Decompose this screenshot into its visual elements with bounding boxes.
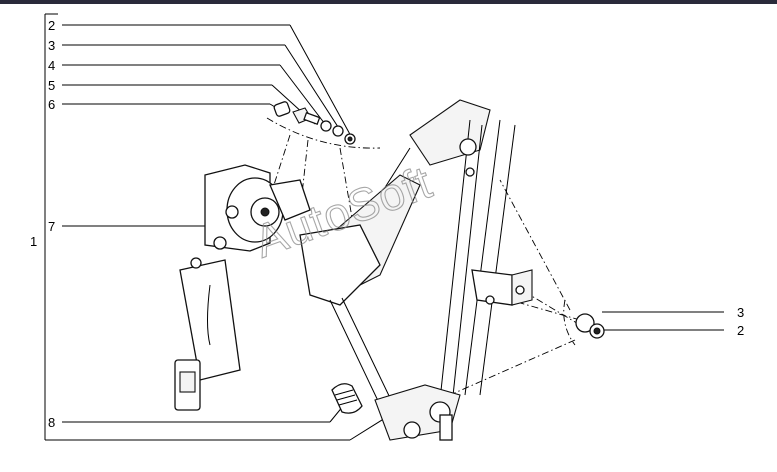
motor-assembly xyxy=(174,164,311,411)
callout-6: 6 xyxy=(48,97,55,112)
regulator-mechanism xyxy=(299,99,533,441)
callout-4: 4 xyxy=(48,58,55,73)
callout-8: 8 xyxy=(48,415,55,430)
callout-3-top: 3 xyxy=(48,38,55,53)
hardware-set-right xyxy=(575,313,605,339)
callout-7: 7 xyxy=(48,219,55,234)
top-border xyxy=(0,0,777,4)
callout-2-top: 2 xyxy=(48,18,55,33)
callout-1: 1 xyxy=(30,234,37,249)
callout-2-right: 2 xyxy=(737,323,744,338)
callout-3-right: 3 xyxy=(737,305,744,320)
hardware-set-top xyxy=(273,101,356,145)
callout-5: 5 xyxy=(48,78,55,93)
callout-labels: 2 3 4 5 6 1 7 8 3 2 xyxy=(30,18,744,430)
